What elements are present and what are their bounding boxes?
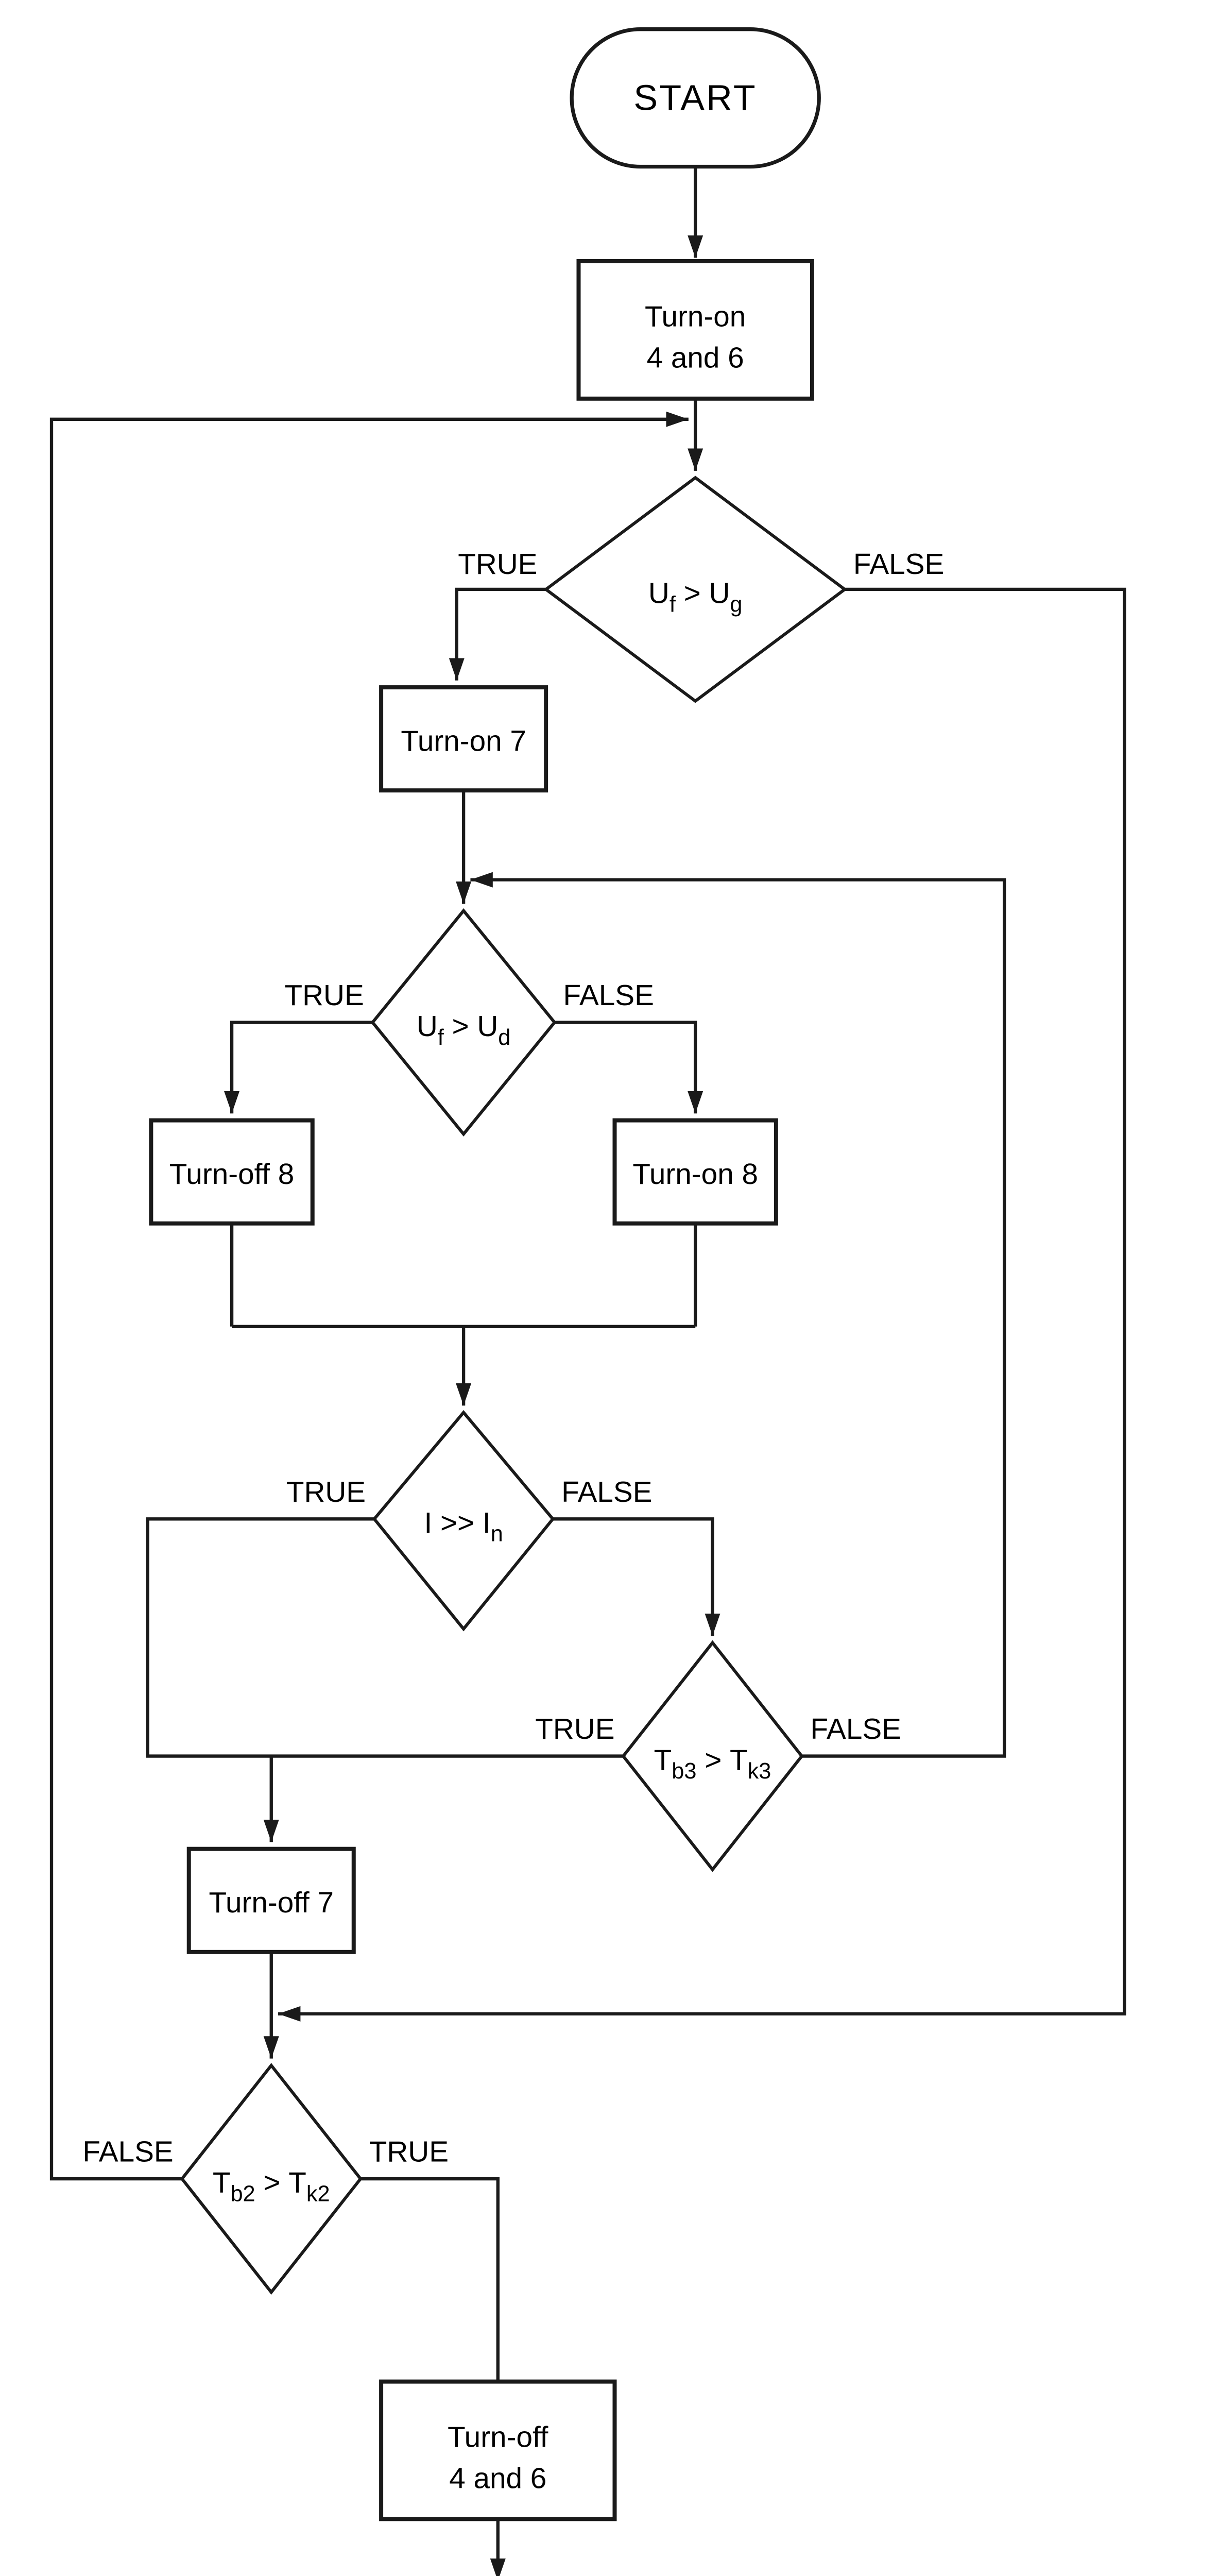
- decision-uf-gt-ud-true-label: TRUE: [285, 979, 364, 1012]
- edge-uf-gt-ug-false-down-right-side: [278, 587, 1126, 2022]
- decision-uf-gt-ud-condition: Uf > Ud: [417, 1010, 511, 1050]
- process-turn-off-4-6-line2: 4 and 6: [449, 2462, 546, 2495]
- decision-i-gg-in-false-label: FALSE: [561, 1476, 652, 1509]
- process-turn-on-7-label: Turn-on 7: [401, 725, 526, 757]
- decision-tb3-gt-tk3: Tb3 > Tk3 TRUE FALSE: [535, 1640, 901, 1872]
- process-turn-off-8-shape: [149, 1118, 315, 1226]
- process-turn-on-8-label: Turn-on 8: [632, 1158, 758, 1191]
- decision-i-gg-in-true-label: TRUE: [286, 1476, 366, 1509]
- decision-i-gg-in-condition: I >> In: [424, 1507, 503, 1547]
- process-turn-on-8: Turn-on 8: [612, 1118, 778, 1226]
- decision-uf-gt-ud-shape: [370, 908, 557, 1137]
- edge-tb3-false-loop-to-uf-gt-ud: [470, 872, 1006, 1758]
- process-turn-off-4-6: Turn-off 4 and 6: [379, 2379, 617, 2521]
- start-terminator-shape: [570, 27, 821, 169]
- process-turn-off-7-label: Turn-off 7: [209, 1887, 333, 1919]
- decision-tb2-gt-tk2-false-label: FALSE: [82, 2136, 173, 2168]
- edge-uf-gt-ud-false-to-turn-on-8: [554, 1021, 703, 1114]
- process-turn-on-4-6-shape: [576, 259, 814, 401]
- edge-uf-gt-ug-true-to-turn-on-7: [449, 587, 546, 681]
- process-turn-on-4-6: Turn-on 4 and 6: [576, 259, 814, 401]
- process-turn-off-4-6-line1: Turn-off: [448, 2421, 548, 2453]
- decision-tb2-gt-tk2-true-label: TRUE: [369, 2136, 449, 2168]
- decision-uf-gt-ug-true-label: TRUE: [458, 548, 537, 581]
- decision-tb2-gt-tk2-shape: [180, 2063, 363, 2295]
- start-terminator: START: [570, 27, 821, 169]
- edge-tb2-false-loop-to-top: [49, 411, 689, 2181]
- decision-uf-gt-ud: Uf > Ud TRUE FALSE: [285, 908, 654, 1137]
- process-turn-off-7: Turn-off 7: [186, 1846, 356, 1954]
- decision-tb2-gt-tk2-condition: Tb2 > Tk2: [213, 2167, 330, 2207]
- edge-merge-turn-off-8-turn-on-8: [230, 1223, 697, 1328]
- decision-tb2-gt-tk2: Tb2 > Tk2 FALSE TRUE: [82, 2063, 449, 2295]
- edge-i-gg-in-false-to-tb3: [553, 1517, 720, 1636]
- decision-tb3-gt-tk3-condition: Tb3 > Tk3: [654, 1744, 771, 1784]
- start-label: START: [633, 77, 757, 117]
- process-turn-off-8-label: Turn-off 8: [169, 1158, 294, 1191]
- process-turn-on-7: Turn-on 7: [379, 685, 548, 793]
- decision-uf-gt-ug: Uf > Ug TRUE FALSE: [458, 476, 944, 703]
- decision-tb3-gt-tk3-true-label: TRUE: [535, 1713, 614, 1745]
- decision-uf-gt-ug-condition: Uf > Ug: [648, 578, 743, 617]
- decision-uf-gt-ug-false-label: FALSE: [853, 548, 944, 581]
- edge-uf-gt-ud-true-to-turn-off-8: [224, 1021, 373, 1114]
- edge-i-gg-in-true-and-tb3-true-rail: [146, 1517, 624, 1758]
- decision-i-gg-in-shape: [372, 1410, 555, 1632]
- process-turn-off-4-6-shape: [379, 2379, 617, 2521]
- decision-tb3-gt-tk3-shape: [621, 1640, 804, 1872]
- process-turn-on-4-6-line2: 4 and 6: [647, 342, 744, 375]
- process-turn-off-7-shape: [186, 1846, 356, 1954]
- process-turn-on-8-shape: [612, 1118, 778, 1226]
- process-turn-on-7-shape: [379, 685, 548, 793]
- decision-i-gg-in: I >> In TRUE FALSE: [286, 1410, 653, 1632]
- decision-uf-gt-ud-false-label: FALSE: [563, 979, 654, 1012]
- process-turn-off-8: Turn-off 8: [149, 1118, 315, 1226]
- decision-uf-gt-ug-shape: [543, 476, 848, 703]
- process-turn-on-4-6-line1: Turn-on: [645, 301, 746, 333]
- edge-tb2-true-to-turn-off-4-6: [360, 2177, 500, 2382]
- decision-tb3-gt-tk3-false-label: FALSE: [811, 1713, 901, 1745]
